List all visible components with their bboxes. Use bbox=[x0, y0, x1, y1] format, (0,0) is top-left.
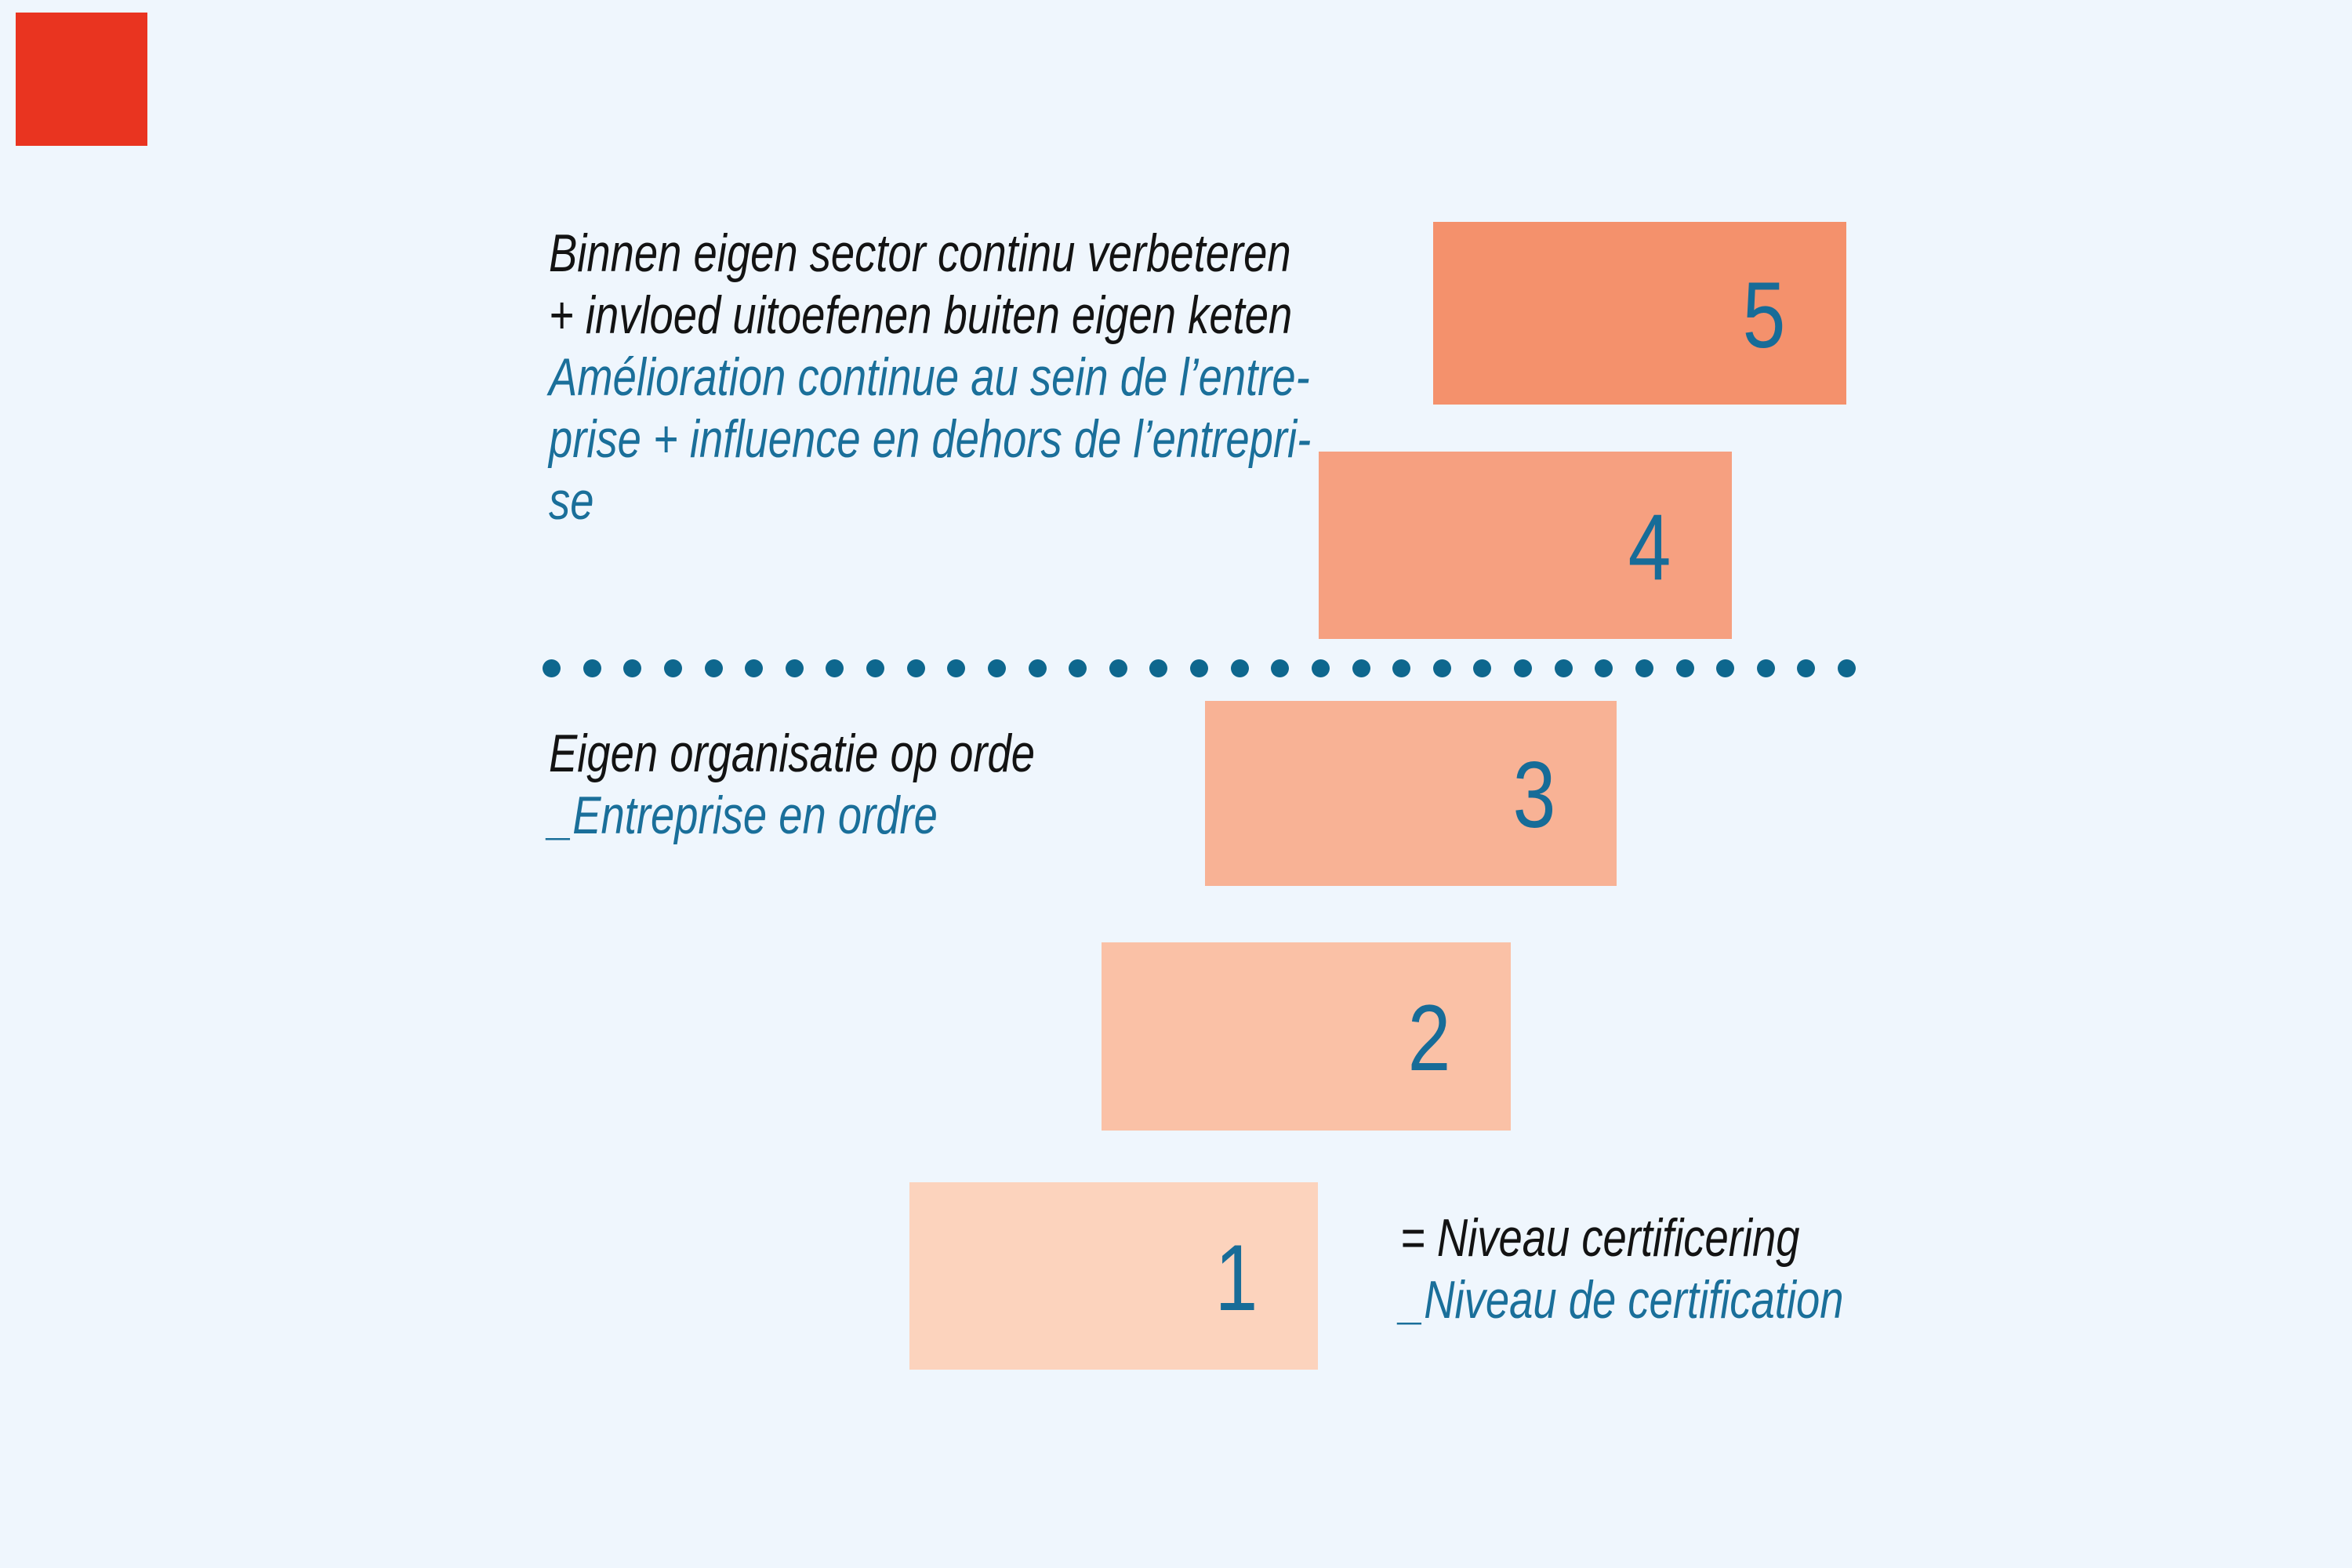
divider-dot bbox=[826, 659, 844, 677]
divider-dot bbox=[1069, 659, 1087, 677]
divider-dot bbox=[1514, 659, 1532, 677]
divider-dot bbox=[866, 659, 884, 677]
legend: = Niveau certificering _Niveau de certif… bbox=[1400, 1207, 1843, 1331]
divider-dot bbox=[1716, 659, 1735, 677]
top-caption-fr-line-2: prise + influence en dehors de l’entrepr… bbox=[549, 409, 1312, 469]
level-box-1: 1 bbox=[909, 1182, 1318, 1370]
divider-dot bbox=[1635, 659, 1653, 677]
middle-caption-nl: Eigen organisatie op orde bbox=[549, 724, 1035, 783]
divider-dot bbox=[906, 659, 925, 677]
level-box-4: 4 bbox=[1319, 452, 1732, 639]
red-corner-square bbox=[16, 13, 147, 146]
divider-dot bbox=[663, 659, 682, 677]
divider-dot bbox=[1149, 659, 1168, 677]
level-number-2: 2 bbox=[1407, 985, 1450, 1091]
divider-dot bbox=[745, 659, 764, 677]
divider-dot bbox=[1756, 659, 1775, 677]
divider-dot bbox=[1554, 659, 1573, 677]
top-caption-fr-line-1: Amélioration continue au sein de l’entre… bbox=[549, 347, 1310, 407]
legend-nl: = Niveau certificering bbox=[1400, 1208, 1800, 1268]
legend-fr: _Niveau de certification bbox=[1400, 1270, 1844, 1330]
divider-dot bbox=[583, 659, 601, 677]
divider-dot bbox=[1432, 659, 1451, 677]
top-caption-nl-line-1: Binnen eigen sector continu verbeteren bbox=[549, 223, 1291, 283]
top-caption-nl-line-2: + invloed uitoefenen buiten eigen keten bbox=[549, 285, 1293, 345]
dotted-divider bbox=[543, 659, 1856, 677]
level-box-5: 5 bbox=[1433, 222, 1846, 405]
divider-dot bbox=[1675, 659, 1694, 677]
divider-dot bbox=[1392, 659, 1411, 677]
level-box-3: 3 bbox=[1205, 701, 1617, 886]
divider-dot bbox=[623, 659, 642, 677]
divider-dot bbox=[1595, 659, 1613, 677]
divider-dot bbox=[1838, 659, 1856, 677]
middle-caption-fr: _Entreprise en ordre bbox=[549, 786, 938, 845]
level-number-4: 4 bbox=[1628, 494, 1671, 600]
divider-dot bbox=[543, 659, 561, 677]
level-number-5: 5 bbox=[1742, 262, 1785, 368]
middle-caption: Eigen organisatie op orde _Entreprise en… bbox=[549, 723, 1035, 847]
divider-dot bbox=[987, 659, 1006, 677]
divider-dot bbox=[704, 659, 723, 677]
divider-dot bbox=[1311, 659, 1330, 677]
top-caption-fr-line-3: se bbox=[549, 471, 594, 531]
divider-dot bbox=[1352, 659, 1370, 677]
divider-dot bbox=[1797, 659, 1816, 677]
level-number-3: 3 bbox=[1512, 742, 1556, 848]
divider-dot bbox=[1473, 659, 1492, 677]
top-caption: Binnen eigen sector continu verbeteren +… bbox=[549, 223, 1311, 532]
level-number-1: 1 bbox=[1214, 1225, 1258, 1330]
divider-dot bbox=[1190, 659, 1208, 677]
divider-dot bbox=[1271, 659, 1290, 677]
divider-dot bbox=[1230, 659, 1249, 677]
divider-dot bbox=[1109, 659, 1127, 677]
level-box-2: 2 bbox=[1102, 942, 1511, 1131]
divider-dot bbox=[785, 659, 804, 677]
divider-dot bbox=[947, 659, 966, 677]
divider-dot bbox=[1028, 659, 1047, 677]
